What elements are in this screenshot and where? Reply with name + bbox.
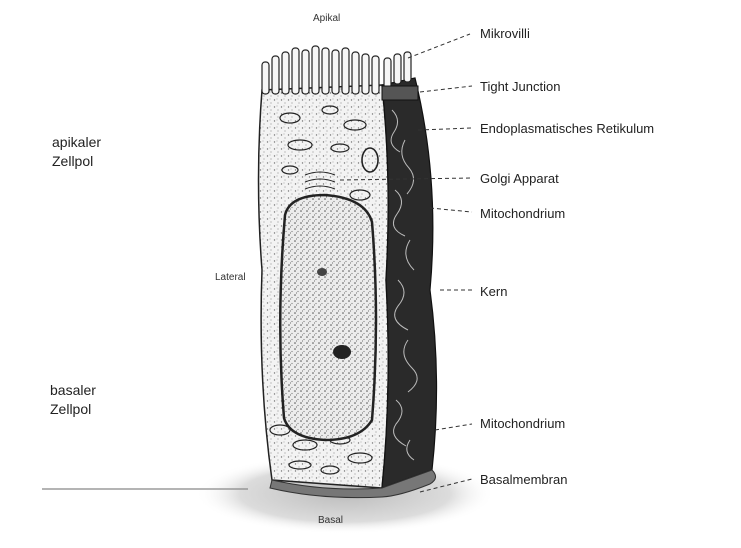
label-kern: Kern (480, 284, 507, 299)
label-endoplasmatisches-retikulum: Endoplasmatisches Retikulum (480, 121, 654, 136)
nucleolus (333, 345, 351, 359)
apical-pole-line2: Zellpol (52, 152, 101, 171)
label-mitochondrium-upper: Mitochondrium (480, 206, 565, 221)
cell-lateral-face (382, 78, 437, 488)
tight-junction-band (382, 86, 418, 100)
label-basal-pole: basaler Zellpol (50, 381, 96, 419)
nucleus (280, 195, 376, 440)
basal-pole-line1: basaler (50, 381, 96, 400)
label-basal: Basal (318, 513, 343, 528)
apical-pole-line1: apikaler (52, 133, 101, 152)
label-apikal: Apikal (313, 11, 340, 26)
label-apical-pole: apikaler Zellpol (52, 133, 101, 171)
chromatin (317, 268, 327, 276)
label-tight-junction: Tight Junction (480, 79, 560, 94)
label-lateral: Lateral (215, 270, 246, 285)
label-mikrovilli: Mikrovilli (480, 26, 530, 41)
label-basalmembran: Basalmembran (480, 472, 567, 487)
basal-pole-line2: Zellpol (50, 400, 96, 419)
label-golgi-apparat: Golgi Apparat (480, 171, 559, 186)
label-mitochondrium-lower: Mitochondrium (480, 416, 565, 431)
